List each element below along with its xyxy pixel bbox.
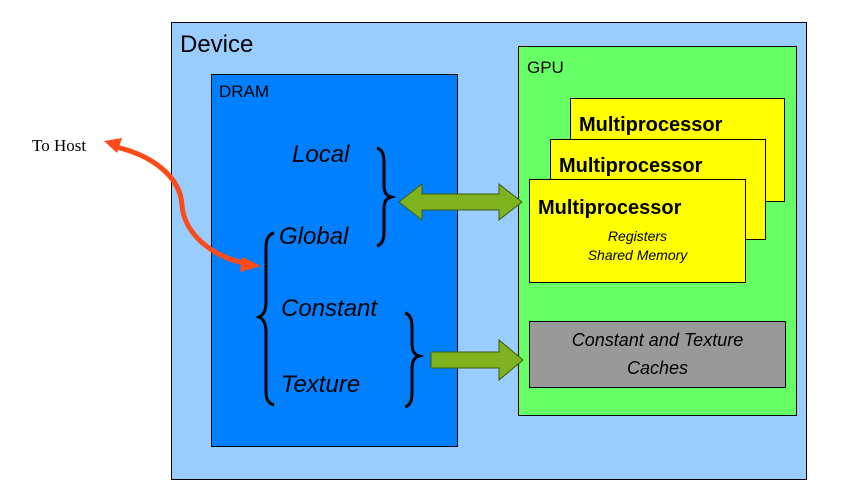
multiprocessor-front-title: Multiprocessor (538, 197, 682, 219)
texture-cache-arrow (430, 338, 524, 382)
texture-memory-label: Texture (281, 371, 361, 398)
local-memory-label: Local (292, 141, 350, 168)
cache-label-line2: Caches (626, 358, 689, 378)
registers-label: Registers (607, 228, 668, 244)
dram-label: DRAM (219, 82, 270, 101)
global-constant-texture-brace (255, 231, 275, 407)
to-host-label: To Host (32, 136, 87, 155)
host-link-curve (115, 144, 246, 266)
global-arrowhead (240, 257, 261, 272)
multiprocessor-back-title: Multiprocessor (579, 114, 723, 136)
dram-gpu-bidirectional-arrow (398, 182, 523, 222)
multiprocessor-middle-title: Multiprocessor (559, 155, 703, 177)
local-global-brace (376, 146, 397, 248)
dram-box: DRAM (211, 74, 458, 447)
cache-label-line1: Constant and Texture (571, 330, 744, 350)
gpu-label: GPU (527, 58, 564, 77)
multiprocessor-front: Multiprocessor Registers Shared Memory (529, 179, 746, 283)
constant-texture-cache-box: Constant and Texture Caches (529, 321, 786, 388)
constant-memory-label: Constant (281, 295, 378, 322)
device-label: Device (180, 31, 254, 58)
host-arrowhead (104, 138, 122, 153)
shared-memory-label: Shared Memory (587, 247, 688, 263)
global-memory-label: Global (279, 223, 349, 250)
constant-texture-brace (404, 311, 425, 409)
